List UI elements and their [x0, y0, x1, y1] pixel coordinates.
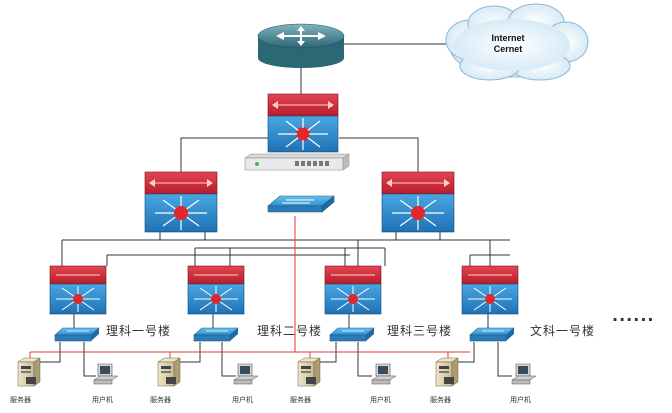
cloud-label-line2: Cernet — [493, 44, 523, 54]
server-icon — [297, 357, 321, 387]
cloud-label-line1: Internet — [491, 33, 525, 43]
server-caption: 服务器 — [10, 396, 31, 404]
building-label-4: 文科一号楼 — [530, 324, 596, 338]
access-switch-icon — [187, 265, 245, 315]
distribution-switch-icon — [144, 171, 218, 233]
workstation-icon — [93, 363, 119, 385]
workgroup-switch-icon — [193, 327, 239, 342]
access-switch-icon — [49, 265, 107, 315]
server-icon — [17, 357, 41, 387]
links — [36, 43, 512, 377]
access-switch-icon — [324, 265, 382, 315]
server-icon — [157, 357, 181, 387]
workstation-icon — [511, 363, 537, 385]
user-caption: 用户机 — [370, 396, 391, 404]
user-caption: 用户机 — [92, 396, 113, 404]
access-switch-icon — [461, 265, 519, 315]
user-caption: 用户机 — [510, 396, 531, 404]
building-label-1: 理科一号楼 — [106, 324, 172, 338]
more-buildings-ellipsis: ...... — [612, 306, 655, 325]
user-caption: 用户机 — [232, 396, 253, 404]
building-label-3: 理科三号楼 — [387, 324, 453, 338]
workgroup-switch-icon — [54, 327, 100, 342]
workgroup-switch-icon — [267, 195, 335, 213]
cloud-label: Internet Cernet — [478, 33, 538, 55]
workgroup-switch-icon — [329, 327, 375, 342]
distribution-switch-icon — [381, 171, 455, 233]
workstation-icon — [233, 363, 259, 385]
workstation-icon — [371, 363, 397, 385]
server-caption: 服务器 — [290, 396, 311, 404]
server-icon — [435, 357, 459, 387]
workgroup-switch-icon — [469, 327, 515, 342]
core-switch-icon — [267, 93, 339, 153]
firewall-icon — [244, 153, 350, 171]
server-caption: 服务器 — [430, 396, 451, 404]
router-icon — [257, 23, 345, 68]
server-caption: 服务器 — [150, 396, 171, 404]
building-label-2: 理科二号楼 — [257, 324, 323, 338]
